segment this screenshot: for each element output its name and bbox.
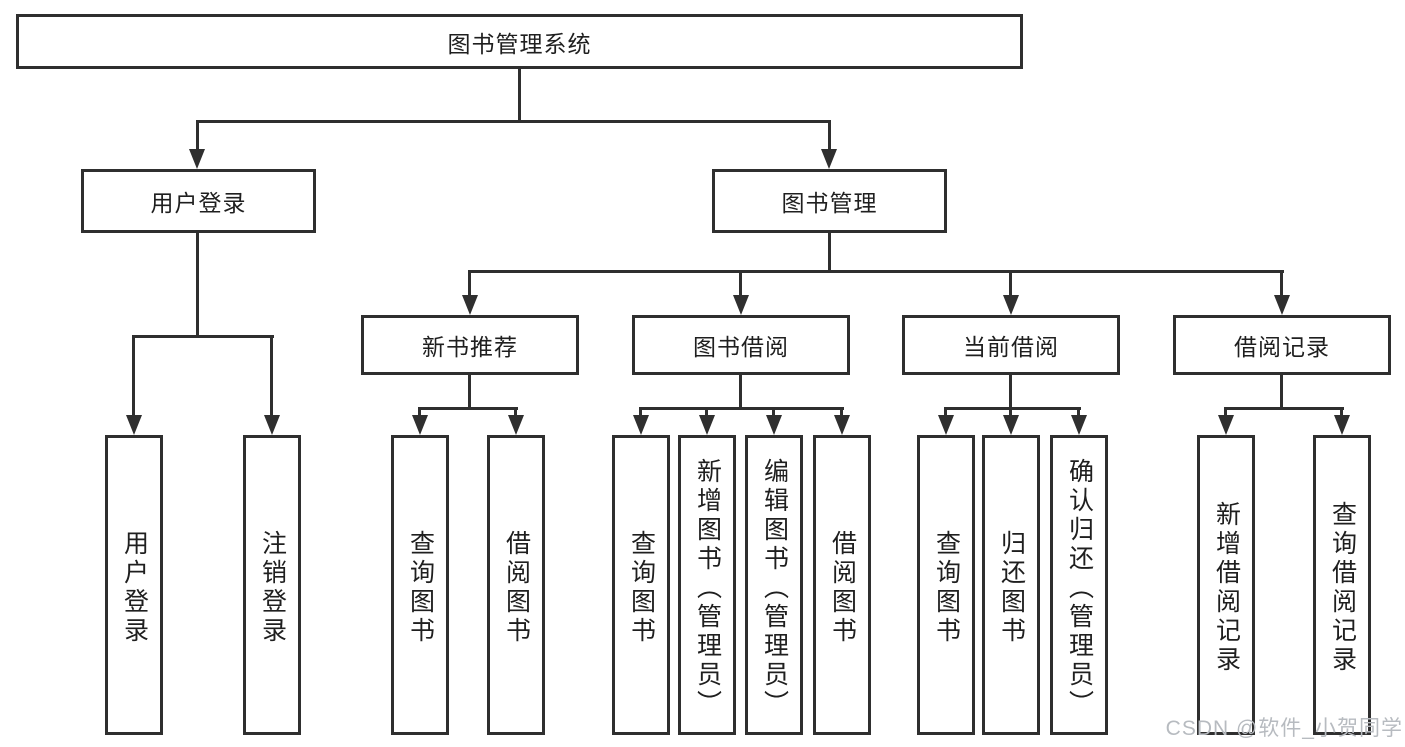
arrowhead-down-icon [699, 415, 715, 435]
edge-drop-leaf [705, 407, 708, 417]
leaf-query-books-recommend: 查询图书 [391, 435, 449, 735]
node-borrowing-records: 借阅记录 [1173, 315, 1391, 375]
edge-new-book-stem [468, 375, 471, 409]
edge-drop-leaf [772, 407, 775, 417]
edge-drop-leaf [840, 407, 843, 417]
edge-borrowing-records-stem [1280, 375, 1283, 409]
edge-user-login-stem [196, 233, 199, 338]
edge-drop-leaf [1224, 407, 1227, 417]
watermark: CSDN @软件_小贺同学 [1165, 717, 1403, 740]
edge-book-management-branch [468, 270, 1284, 273]
leaf-query-books-borrowing: 查询图书 [612, 435, 670, 735]
leaf-query-books-current: 查询图书 [917, 435, 975, 735]
leaf-borrow-books-recommend: 借阅图书 [487, 435, 545, 735]
arrowhead-down-icon [126, 415, 142, 435]
edge-drop-leaf [514, 407, 517, 417]
leaf-return-books: 归还图书 [982, 435, 1040, 735]
edge-drop-leaf [418, 407, 421, 417]
node-user-login: 用户登录 [81, 169, 316, 233]
edge-book-borrowing-branch [639, 407, 844, 410]
edge-current-borrowing-branch [944, 407, 1081, 410]
arrowhead-down-icon [462, 295, 478, 315]
edge-drop-leaf [639, 407, 642, 417]
edge-user-login-branch [132, 335, 274, 338]
edge-drop-user-login [196, 120, 199, 151]
arrowhead-down-icon [508, 415, 524, 435]
edge-book-borrowing-stem [739, 375, 742, 409]
leaf-borrow-books-borrowing: 借阅图书 [813, 435, 871, 735]
arrowhead-down-icon [1003, 295, 1019, 315]
node-book-management: 图书管理 [712, 169, 947, 233]
edge-drop-current-borrowing [1009, 270, 1012, 297]
edge-new-book-branch [418, 407, 518, 410]
edge-drop-leaf [1009, 407, 1012, 417]
leaf-query-borrow-record: 查询借阅记录 [1313, 435, 1371, 735]
arrowhead-down-icon [938, 415, 954, 435]
arrowhead-down-icon [1274, 295, 1290, 315]
arrowhead-down-icon [1071, 415, 1087, 435]
arrowhead-down-icon [821, 149, 837, 169]
edge-drop-logout-leaf [270, 335, 273, 417]
arrowhead-down-icon [633, 415, 649, 435]
arrowhead-down-icon [1003, 415, 1019, 435]
edge-drop-leaf [1077, 407, 1080, 417]
edge-book-management-stem [828, 233, 831, 273]
leaf-confirm-return-admin: 确认归还（管理员） [1050, 435, 1108, 735]
arrowhead-down-icon [834, 415, 850, 435]
arrowhead-down-icon [733, 295, 749, 315]
edge-drop-leaf [944, 407, 947, 417]
edge-root-branch [196, 120, 831, 123]
arrowhead-down-icon [1334, 415, 1350, 435]
arrowhead-down-icon [189, 149, 205, 169]
arrowhead-down-icon [412, 415, 428, 435]
arrowhead-down-icon [264, 415, 280, 435]
edge-drop-new-book [468, 270, 471, 297]
node-library-management-system: 图书管理系统 [16, 14, 1023, 69]
leaf-add-books-admin: 新增图书（管理员） [678, 435, 736, 735]
edge-drop-book-management [828, 120, 831, 151]
edge-drop-login-leaf [132, 335, 135, 417]
edge-root-stem [518, 69, 521, 121]
node-new-book-recommendation: 新书推荐 [361, 315, 579, 375]
leaf-user-login: 用户登录 [105, 435, 163, 735]
edge-borrowing-records-branch [1224, 407, 1344, 410]
arrowhead-down-icon [766, 415, 782, 435]
edge-drop-borrowing-records [1280, 270, 1283, 297]
node-book-borrowing: 图书借阅 [632, 315, 850, 375]
node-current-borrowing: 当前借阅 [902, 315, 1120, 375]
leaf-add-borrow-record: 新增借阅记录 [1197, 435, 1255, 735]
edge-drop-book-borrowing [739, 270, 742, 297]
leaf-edit-books-admin: 编辑图书（管理员） [745, 435, 803, 735]
edge-current-borrowing-stem [1009, 375, 1012, 409]
edge-drop-leaf [1340, 407, 1343, 417]
arrowhead-down-icon [1218, 415, 1234, 435]
leaf-logout: 注销登录 [243, 435, 301, 735]
